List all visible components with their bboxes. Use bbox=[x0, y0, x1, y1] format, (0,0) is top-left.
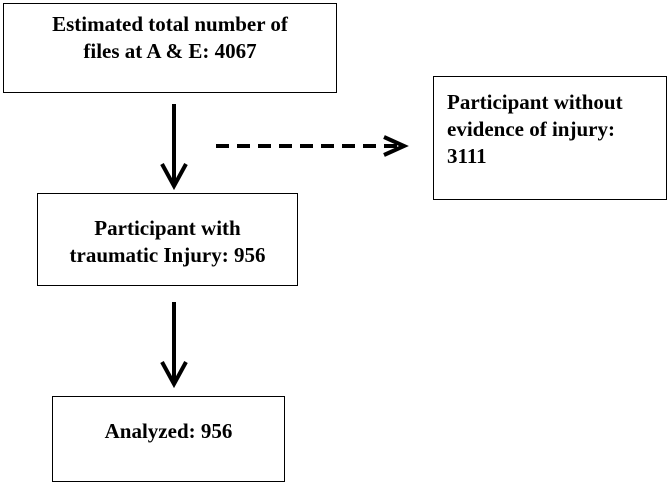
without-injury-box: Participant without evidence of injury: … bbox=[433, 76, 667, 200]
without-injury-line-2: evidence of injury: bbox=[447, 117, 615, 141]
total-files-line-2: files at A & E: 4067 bbox=[83, 39, 257, 63]
without-injury-line-3: 3111 bbox=[447, 144, 487, 168]
with-injury-line-1: Participant with bbox=[94, 216, 241, 240]
with-injury-box: Participant with traumatic Injury: 956 bbox=[37, 193, 298, 286]
total-files-box: Estimated total number of files at A & E… bbox=[3, 3, 337, 93]
without-injury-line-1: Participant without bbox=[447, 90, 623, 114]
total-files-line-1: Estimated total number of bbox=[52, 12, 288, 36]
arrow-with-injury-to-analyzed bbox=[160, 302, 188, 389]
arrow-total-to-with-injury bbox=[160, 104, 188, 191]
with-injury-line-2: traumatic Injury: 956 bbox=[69, 243, 266, 267]
analyzed-box: Analyzed: 956 bbox=[52, 396, 285, 482]
dashed-arrow-to-without-injury bbox=[216, 135, 409, 157]
analyzed-line-1: Analyzed: 956 bbox=[104, 419, 233, 443]
